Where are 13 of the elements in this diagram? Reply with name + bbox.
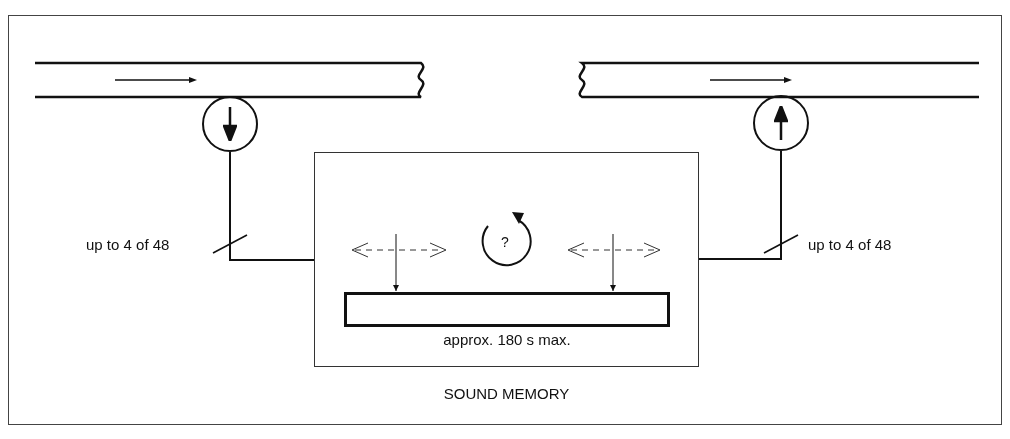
memory-strip bbox=[344, 292, 670, 327]
capacity-note: approx. 180 s max. bbox=[442, 331, 572, 348]
signal-bus bbox=[35, 61, 427, 99]
connector-line bbox=[229, 151, 315, 261]
output-circle bbox=[753, 95, 809, 151]
edge-label: up to 4 of 48 bbox=[86, 236, 170, 253]
arrow bbox=[610, 233, 616, 292]
question-mark: ? bbox=[501, 234, 509, 250]
edge-label: up to 4 of 48 bbox=[808, 236, 892, 253]
connector-line bbox=[698, 150, 782, 260]
arrow bbox=[393, 233, 399, 292]
input-circle bbox=[202, 96, 258, 152]
memory-title: SOUND MEMORY bbox=[442, 385, 571, 402]
